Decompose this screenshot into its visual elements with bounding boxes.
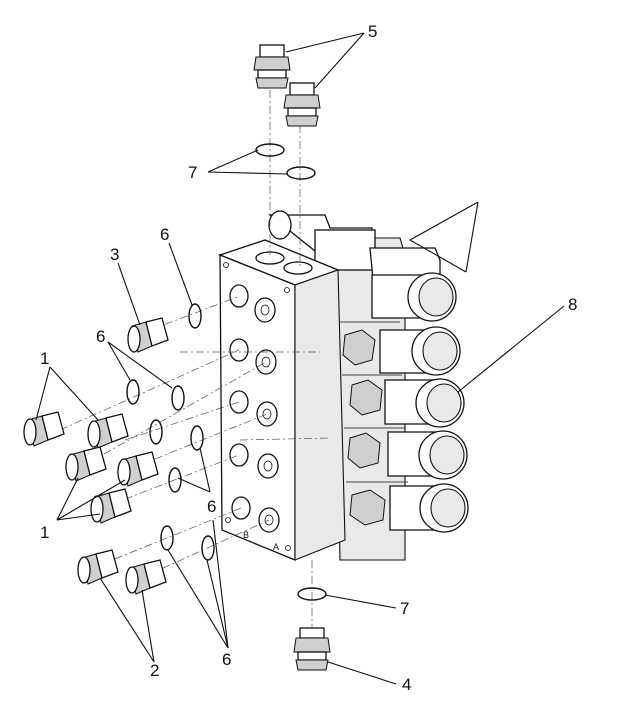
fitting-4: [293, 627, 331, 671]
callout-7-top: 7: [188, 163, 197, 182]
fitting-1b: [87, 413, 129, 449]
o-rings-left: [126, 303, 215, 561]
callout-5: 5: [368, 22, 377, 41]
fitting-1d: [117, 451, 159, 487]
port-mark-a: A: [273, 542, 279, 552]
fitting-1e: [90, 488, 132, 524]
fitting-2b: [125, 559, 167, 595]
port-mark-b: B: [243, 530, 249, 540]
callout-1-upper: 1: [40, 349, 49, 368]
section-hex-plugs: [340, 321, 408, 526]
callout-8: 8: [568, 295, 577, 314]
fitting-5-lower: [283, 82, 321, 127]
callout-6-top: 6: [160, 225, 169, 244]
solenoid-coil-1: [371, 272, 457, 322]
valve-block: B A: [218, 239, 346, 561]
o-ring-upper-1: [255, 143, 285, 157]
solenoid-coil-3: [384, 378, 465, 428]
callout-labels: 5 7 3 6 6 1 1 6 2 6 7 4 8: [40, 22, 577, 694]
callout-4: 4: [402, 675, 411, 694]
fitting-1c: [65, 446, 107, 482]
solenoid-coil-2: [379, 326, 461, 376]
callout-3: 3: [110, 245, 119, 264]
solenoid-coil-4: [387, 430, 468, 480]
fitting-3: [127, 317, 169, 353]
center-lines: [59, 90, 331, 640]
leader-lines: [35, 32, 565, 685]
fitting-5-upper: [253, 44, 291, 89]
callout-2: 2: [150, 661, 159, 680]
callout-6-middle: 6: [96, 327, 105, 346]
callout-1-lower: 1: [40, 523, 49, 542]
callout-7-bottom: 7: [400, 599, 409, 618]
o-ring-lower: [297, 587, 327, 601]
callout-6-bottom: 6: [222, 650, 231, 669]
fitting-1a: [23, 411, 65, 447]
fitting-2a: [77, 549, 119, 585]
o-ring-upper-2: [286, 166, 316, 180]
solenoid-coil-5: [389, 483, 469, 533]
callout-6-right: 6: [207, 497, 216, 516]
